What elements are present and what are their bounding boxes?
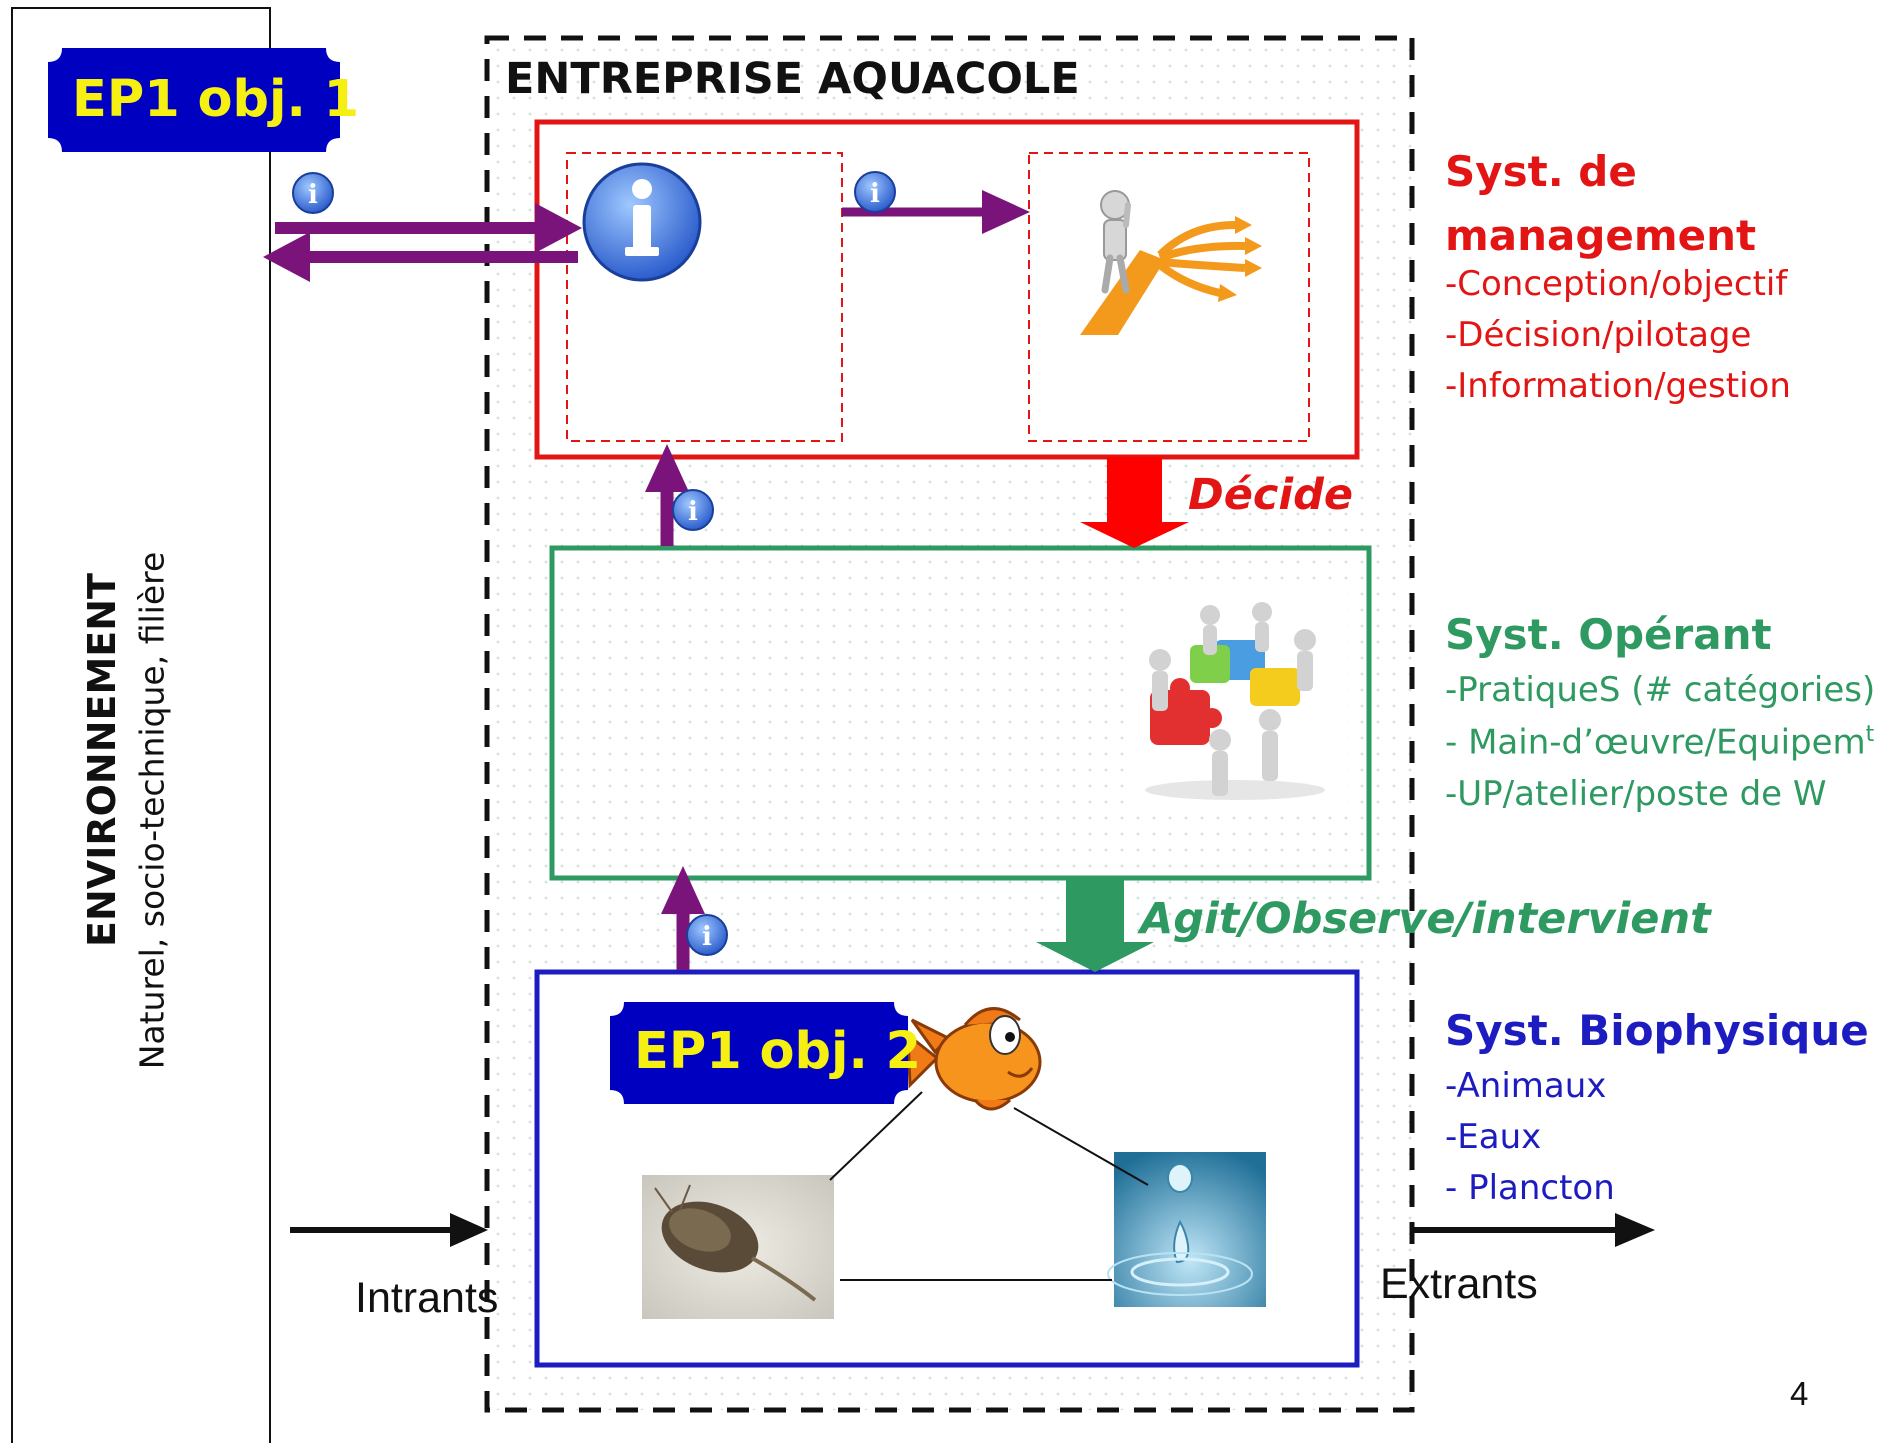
- operant-superscript: t: [1865, 722, 1875, 747]
- environment-box: [11, 7, 271, 1443]
- info-icon: [582, 162, 702, 282]
- input-arrow: [290, 1213, 488, 1247]
- badge-obj2: [610, 1002, 908, 1104]
- biophysical-to-operant-arrow: [661, 866, 705, 970]
- act-arrow: [1036, 878, 1154, 972]
- badge-obj2-label: EP1 obj. 2: [634, 1022, 922, 1081]
- info-to-decision-arrow: [842, 190, 1030, 234]
- operant-item: -UP/atelier/poste de W: [1445, 774, 1827, 814]
- water-drop-image: [1107, 1152, 1266, 1307]
- decision-person-icon: [1080, 185, 1270, 335]
- svg-text:i: i: [308, 180, 318, 210]
- operant-item: - Main-d’œuvre/Equipemt: [1445, 722, 1875, 763]
- info-bubble: i: [292, 172, 334, 214]
- biophysical-title: Syst. Biophysique: [1445, 1006, 1869, 1055]
- management-item: -Décision/pilotage: [1445, 315, 1752, 355]
- info-bubble: i: [686, 914, 728, 956]
- puzzle-team-icon: [1135, 590, 1347, 810]
- enterprise-title: ENTREPRISE AQUACOLE: [505, 54, 1080, 104]
- food-web-links: [829, 1091, 1149, 1281]
- management-item: -Conception/objectif: [1445, 264, 1788, 304]
- info-bubble: i: [854, 171, 896, 213]
- decide-arrow: [1080, 457, 1189, 548]
- badge-obj1: [48, 48, 340, 152]
- info-panel: [566, 152, 843, 442]
- plankton-image: [642, 1175, 834, 1319]
- biophysical-item: -Animaux: [1445, 1066, 1607, 1106]
- inputs-label: Intrants: [355, 1274, 499, 1322]
- management-item: -Information/gestion: [1445, 366, 1791, 406]
- svg-text:i: i: [870, 179, 880, 209]
- operant-title: Syst. Opérant: [1445, 610, 1772, 659]
- biophysical-item: -Eaux: [1445, 1117, 1542, 1157]
- decision-panel: [1028, 152, 1310, 442]
- fish-icon: [906, 1007, 1042, 1111]
- environment-info-exchange: [263, 203, 582, 282]
- operant-box: [549, 545, 1372, 881]
- operant-item: -PratiqueS (# catégories): [1445, 670, 1876, 710]
- enterprise-boundary: [484, 35, 1415, 1413]
- output-arrow: [1412, 1213, 1655, 1247]
- act-label: Agit/Observe/intervient: [1140, 894, 1711, 944]
- environment-subtitle: Naturel, socio-technique, filière: [132, 551, 172, 1069]
- svg-text:i: i: [702, 922, 712, 952]
- operant-to-management-arrow: [645, 444, 689, 546]
- biophysical-item: - Plancton: [1445, 1168, 1615, 1208]
- decide-label: Décide: [1188, 470, 1354, 520]
- info-bubble: i: [672, 489, 714, 531]
- outputs-label: Extrants: [1380, 1260, 1538, 1308]
- svg-text:i: i: [688, 497, 698, 527]
- page-number: 4: [1790, 1375, 1809, 1412]
- management-title: Syst. de management: [1445, 147, 1757, 260]
- badge-obj1-label: EP1 obj. 1: [72, 70, 360, 129]
